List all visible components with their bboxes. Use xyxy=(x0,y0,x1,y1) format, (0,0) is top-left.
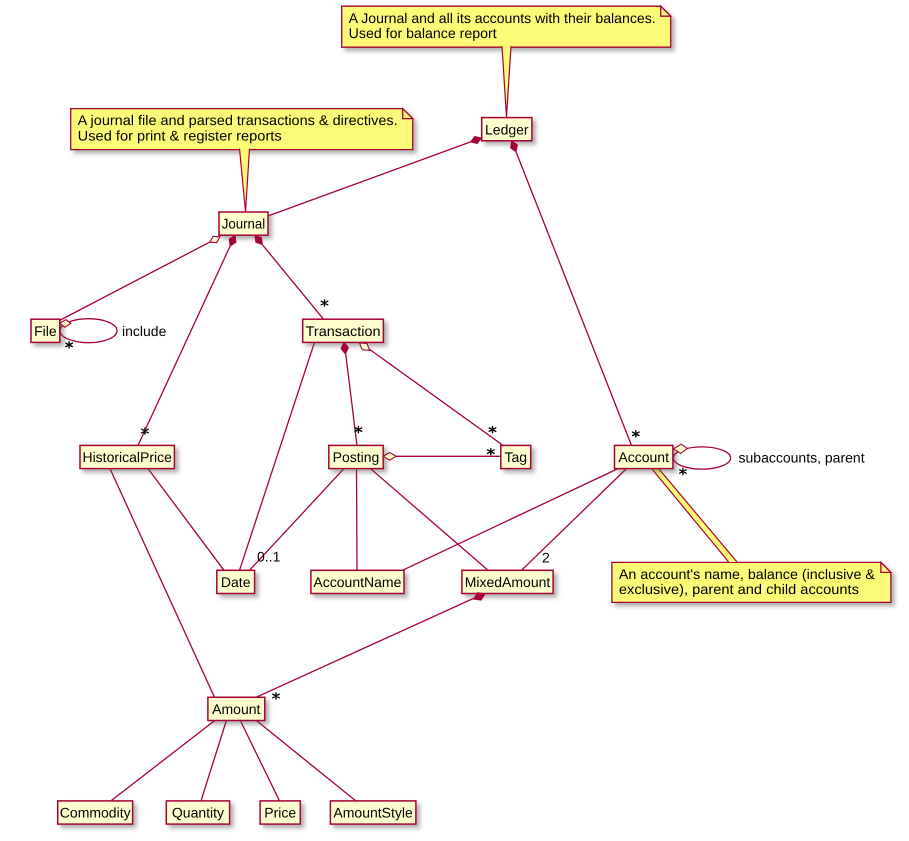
svg-text:File: File xyxy=(34,323,57,339)
svg-text:0..1: 0..1 xyxy=(257,549,281,565)
svg-text:A Journal and all its accounts: A Journal and all its accounts with thei… xyxy=(349,10,656,26)
svg-text:subaccounts, parent: subaccounts, parent xyxy=(739,450,865,466)
svg-text:include: include xyxy=(122,323,167,339)
svg-text:Price: Price xyxy=(264,805,296,821)
svg-text:AmountStyle: AmountStyle xyxy=(333,805,413,821)
svg-text:2: 2 xyxy=(542,550,550,566)
svg-text:Commodity: Commodity xyxy=(60,805,131,821)
svg-text:HistoricalPrice: HistoricalPrice xyxy=(82,449,172,465)
svg-text:Transaction: Transaction xyxy=(306,323,381,339)
svg-text:An account's name, balance (in: An account's name, balance (inclusive & xyxy=(619,566,876,582)
svg-text:Quantity: Quantity xyxy=(172,805,224,821)
svg-text:Posting: Posting xyxy=(333,449,380,465)
svg-text:exclusive), parent and child a: exclusive), parent and child accounts xyxy=(619,581,859,597)
svg-text:Tag: Tag xyxy=(505,449,528,465)
svg-text:Used for balance report: Used for balance report xyxy=(349,25,497,41)
svg-text:AccountName: AccountName xyxy=(313,574,401,590)
svg-text:MixedAmount: MixedAmount xyxy=(465,574,551,590)
svg-text:Used for print & register repo: Used for print & register reports xyxy=(78,127,282,143)
svg-text:Journal: Journal xyxy=(222,216,266,232)
svg-text:Account: Account xyxy=(618,449,669,465)
svg-text:Amount: Amount xyxy=(212,701,260,717)
svg-text:Ledger: Ledger xyxy=(485,121,529,137)
svg-text:Date: Date xyxy=(221,574,251,590)
svg-text:A journal file and parsed tran: A journal file and parsed transactions &… xyxy=(78,112,398,128)
